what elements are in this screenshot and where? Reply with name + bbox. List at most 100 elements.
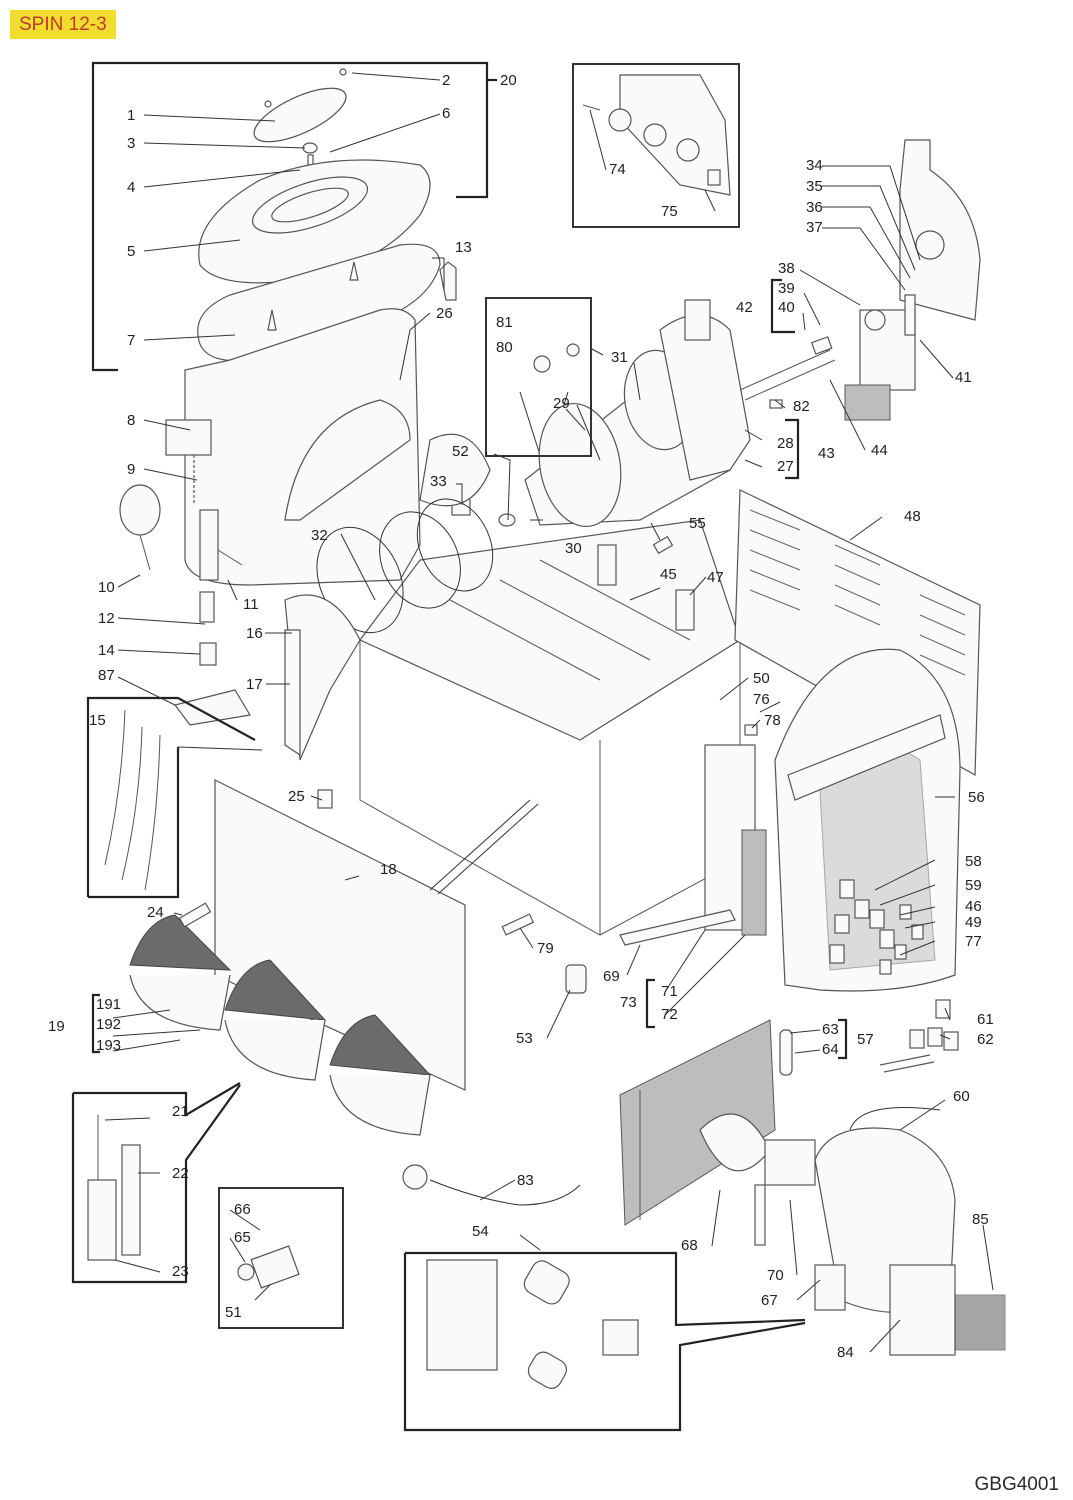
bracket-group-19 bbox=[91, 993, 100, 1054]
callout-30: 30 bbox=[565, 540, 582, 557]
callout-36: 36 bbox=[806, 199, 823, 216]
callout-23: 23 bbox=[172, 1263, 189, 1280]
callout-82: 82 bbox=[793, 398, 810, 415]
bracket-group-73 bbox=[645, 978, 655, 1029]
callout-58: 58 bbox=[965, 853, 982, 870]
inset-81-80-drawing bbox=[519, 343, 580, 456]
callout-51: 51 bbox=[225, 1304, 242, 1321]
callout-81: 81 bbox=[496, 314, 513, 331]
callout-79: 79 bbox=[537, 940, 554, 957]
callout-6: 6 bbox=[442, 105, 451, 122]
diagram-title-badge: SPIN 12-3 bbox=[10, 10, 116, 39]
callout-35: 35 bbox=[806, 178, 823, 195]
callout-40: 40 bbox=[778, 299, 795, 316]
callout-61: 61 bbox=[977, 1011, 994, 1028]
inset-51-65-66-box bbox=[218, 1187, 344, 1329]
hinge-bracket-drawing bbox=[439, 261, 457, 301]
callout-60: 60 bbox=[953, 1088, 970, 1105]
callout-71: 71 bbox=[661, 983, 678, 1000]
callout-33: 33 bbox=[430, 473, 447, 490]
clip-78-drawing bbox=[744, 724, 758, 736]
inset-80-81-box bbox=[485, 297, 592, 457]
drawing-code: GBG4001 bbox=[974, 1474, 1060, 1495]
bracket-group-43 bbox=[785, 418, 800, 480]
callout-49: 49 bbox=[965, 914, 982, 931]
callout-76: 76 bbox=[753, 691, 770, 708]
callout-73: 73 bbox=[620, 994, 637, 1011]
gearmotor-drawing bbox=[810, 139, 981, 421]
bracket-group-20 bbox=[91, 61, 489, 372]
hopper-lid-drawing bbox=[197, 68, 441, 362]
auger-spiral-drawing bbox=[316, 498, 494, 634]
callout-4: 4 bbox=[127, 179, 136, 196]
callout-37: 37 bbox=[806, 219, 823, 236]
callout-26: 26 bbox=[436, 305, 453, 322]
callout-19: 19 bbox=[48, 1018, 65, 1035]
callout-66: 66 bbox=[234, 1201, 251, 1218]
callout-18: 18 bbox=[380, 861, 397, 878]
rear-cover-drawing bbox=[774, 648, 961, 992]
callout-5: 5 bbox=[127, 243, 136, 260]
switches-drawing bbox=[829, 879, 924, 975]
callout-42: 42 bbox=[736, 299, 753, 316]
callout-20: 20 bbox=[500, 72, 517, 89]
fan-motor-drawing bbox=[699, 1113, 816, 1246]
callout-63: 63 bbox=[822, 1021, 839, 1038]
callout-68: 68 bbox=[681, 1237, 698, 1254]
callout-43: 43 bbox=[818, 445, 835, 462]
callout-78: 78 bbox=[764, 712, 781, 729]
callout-38: 38 bbox=[778, 260, 795, 277]
callout-27: 27 bbox=[777, 458, 794, 475]
callout-14: 14 bbox=[98, 642, 115, 659]
callout-56: 56 bbox=[968, 789, 985, 806]
rail-69-drawing bbox=[619, 909, 736, 946]
callout-65: 65 bbox=[234, 1229, 251, 1246]
callout-34: 34 bbox=[806, 157, 823, 174]
callout-67: 67 bbox=[761, 1292, 778, 1309]
callout-54: 54 bbox=[472, 1223, 489, 1240]
callout-48: 48 bbox=[904, 508, 921, 525]
callout-85: 85 bbox=[972, 1211, 989, 1228]
tubes-drawing bbox=[104, 709, 161, 891]
callout-22: 22 bbox=[172, 1165, 189, 1182]
bracket-group-42 bbox=[770, 278, 795, 334]
callout-83: 83 bbox=[517, 1172, 534, 1189]
inset-21-23-box bbox=[71, 1082, 241, 1284]
bracket-group-57 bbox=[838, 1018, 848, 1060]
inset-74-75-box bbox=[572, 63, 740, 228]
callout-9: 9 bbox=[127, 461, 136, 478]
callout-44: 44 bbox=[871, 442, 888, 459]
callout-57: 57 bbox=[857, 1031, 874, 1048]
callout-1: 1 bbox=[127, 107, 136, 124]
inset-15-box bbox=[86, 696, 256, 899]
inset-54-drawing bbox=[426, 1259, 639, 1389]
fitting-55-drawing bbox=[652, 535, 674, 555]
callout-24: 24 bbox=[147, 904, 164, 921]
callout-59: 59 bbox=[965, 877, 982, 894]
callout-84: 84 bbox=[837, 1344, 854, 1361]
callout-10: 10 bbox=[98, 579, 115, 596]
drip-tray-drawing bbox=[129, 914, 432, 1136]
foot-drawing bbox=[565, 964, 587, 994]
callout-193: 193 bbox=[96, 1037, 122, 1054]
callout-74: 74 bbox=[609, 161, 626, 178]
callout-31: 31 bbox=[611, 349, 628, 366]
condenser-drawing bbox=[619, 1019, 793, 1226]
callout-80: 80 bbox=[496, 339, 513, 356]
callout-12: 12 bbox=[98, 610, 115, 627]
callout-3: 3 bbox=[127, 135, 136, 152]
callout-50: 50 bbox=[753, 670, 770, 687]
callout-46: 46 bbox=[965, 898, 982, 915]
callout-41: 41 bbox=[955, 369, 972, 386]
callout-32: 32 bbox=[311, 527, 328, 544]
callout-191: 191 bbox=[96, 996, 122, 1013]
callout-87: 87 bbox=[98, 667, 115, 684]
callout-29: 29 bbox=[553, 395, 570, 412]
inset-51-65-66-drawing bbox=[237, 1245, 300, 1289]
callout-17: 17 bbox=[246, 676, 263, 693]
callout-11: 11 bbox=[243, 596, 259, 613]
callout-192: 192 bbox=[96, 1016, 122, 1033]
callout-53: 53 bbox=[516, 1030, 533, 1047]
relay-drawing bbox=[879, 999, 959, 1073]
